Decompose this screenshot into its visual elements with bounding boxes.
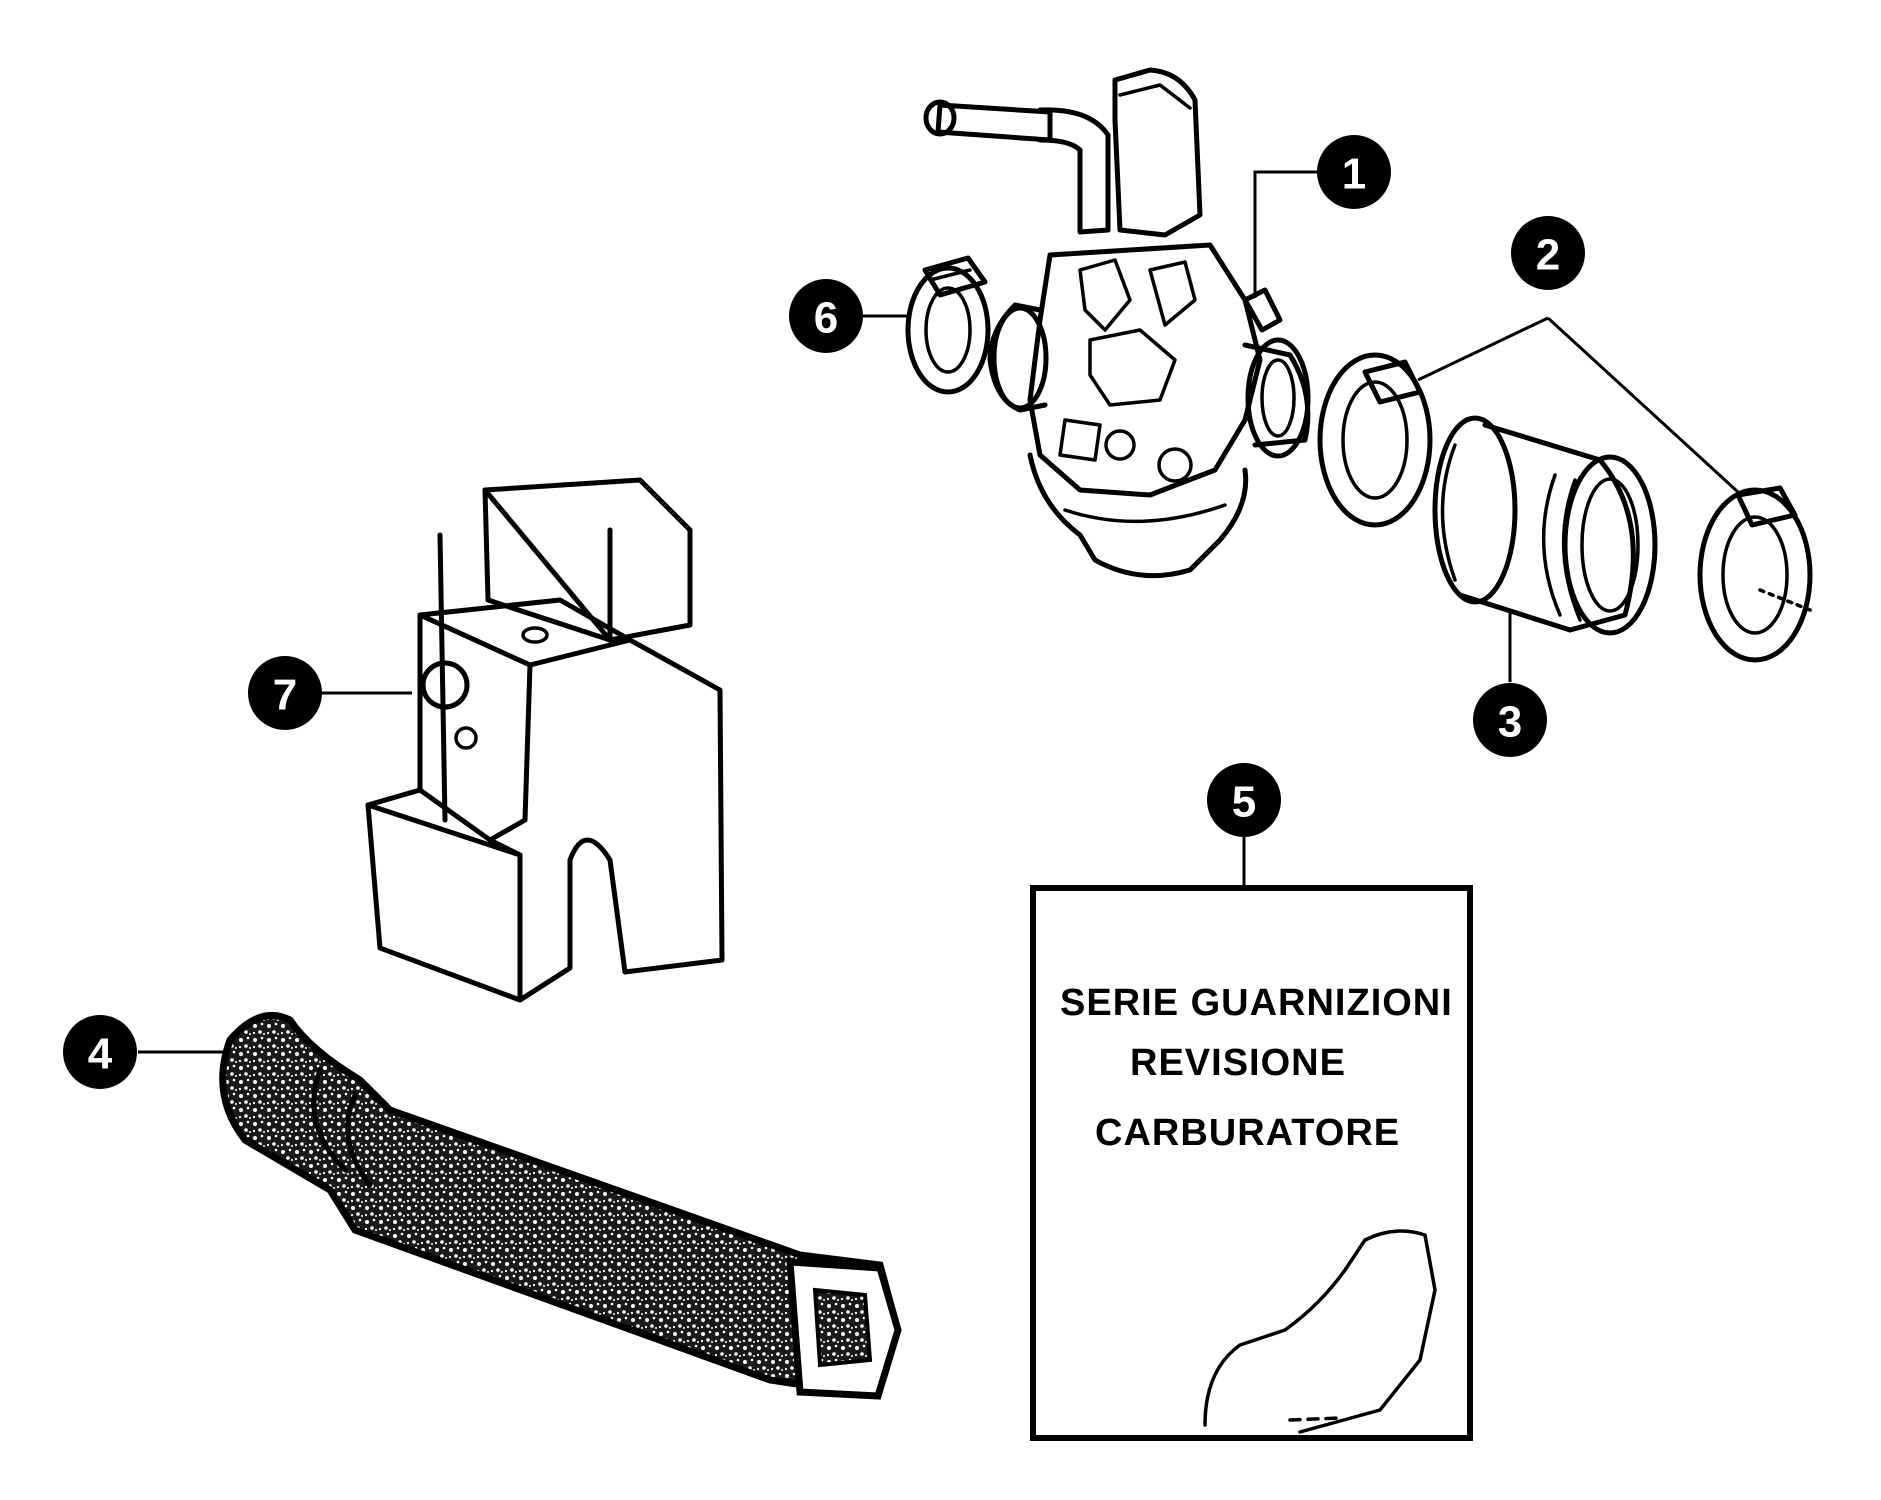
leader-1 [1253,170,1318,298]
gasket-package-part: SERIE GUARNIZIONI REVISIONE CARBURATORE [1030,885,1473,1441]
callout-7-label: 7 [273,671,297,720]
callout-2-label: 2 [1536,231,1560,280]
callout-4: 4 [63,1015,137,1089]
callout-2: 2 [1511,216,1585,290]
hose-part [219,1012,902,1400]
leader-lines [138,170,1740,1054]
carburetor-part [923,67,1311,579]
intake-sleeve-part [1432,415,1658,636]
clamp-part [905,255,991,395]
tool-block-part [365,477,725,1003]
callout-5: 5 [1207,763,1281,837]
callout-4-label: 4 [88,1030,113,1079]
gasket-package-line-3: CARBURATORE [1095,1112,1400,1154]
callout-7: 7 [248,656,322,730]
callout-1-label: 1 [1342,150,1366,199]
callout-6: 6 [789,279,863,353]
clip-part-left [1317,352,1433,528]
gasket-package-line-2: REVISIONE [1130,1042,1346,1084]
callout-5-label: 5 [1232,778,1256,827]
clip-part-right [1697,485,1817,663]
leader-2-left [1417,316,1549,382]
callout-6-label: 6 [814,294,838,343]
callout-3: 3 [1473,683,1547,757]
leader-2-right [1546,316,1740,494]
gasket-package-line-1: SERIE GUARNIZIONI [1060,982,1453,1024]
callout-3-label: 3 [1498,698,1522,747]
callout-1: 1 [1317,135,1391,209]
